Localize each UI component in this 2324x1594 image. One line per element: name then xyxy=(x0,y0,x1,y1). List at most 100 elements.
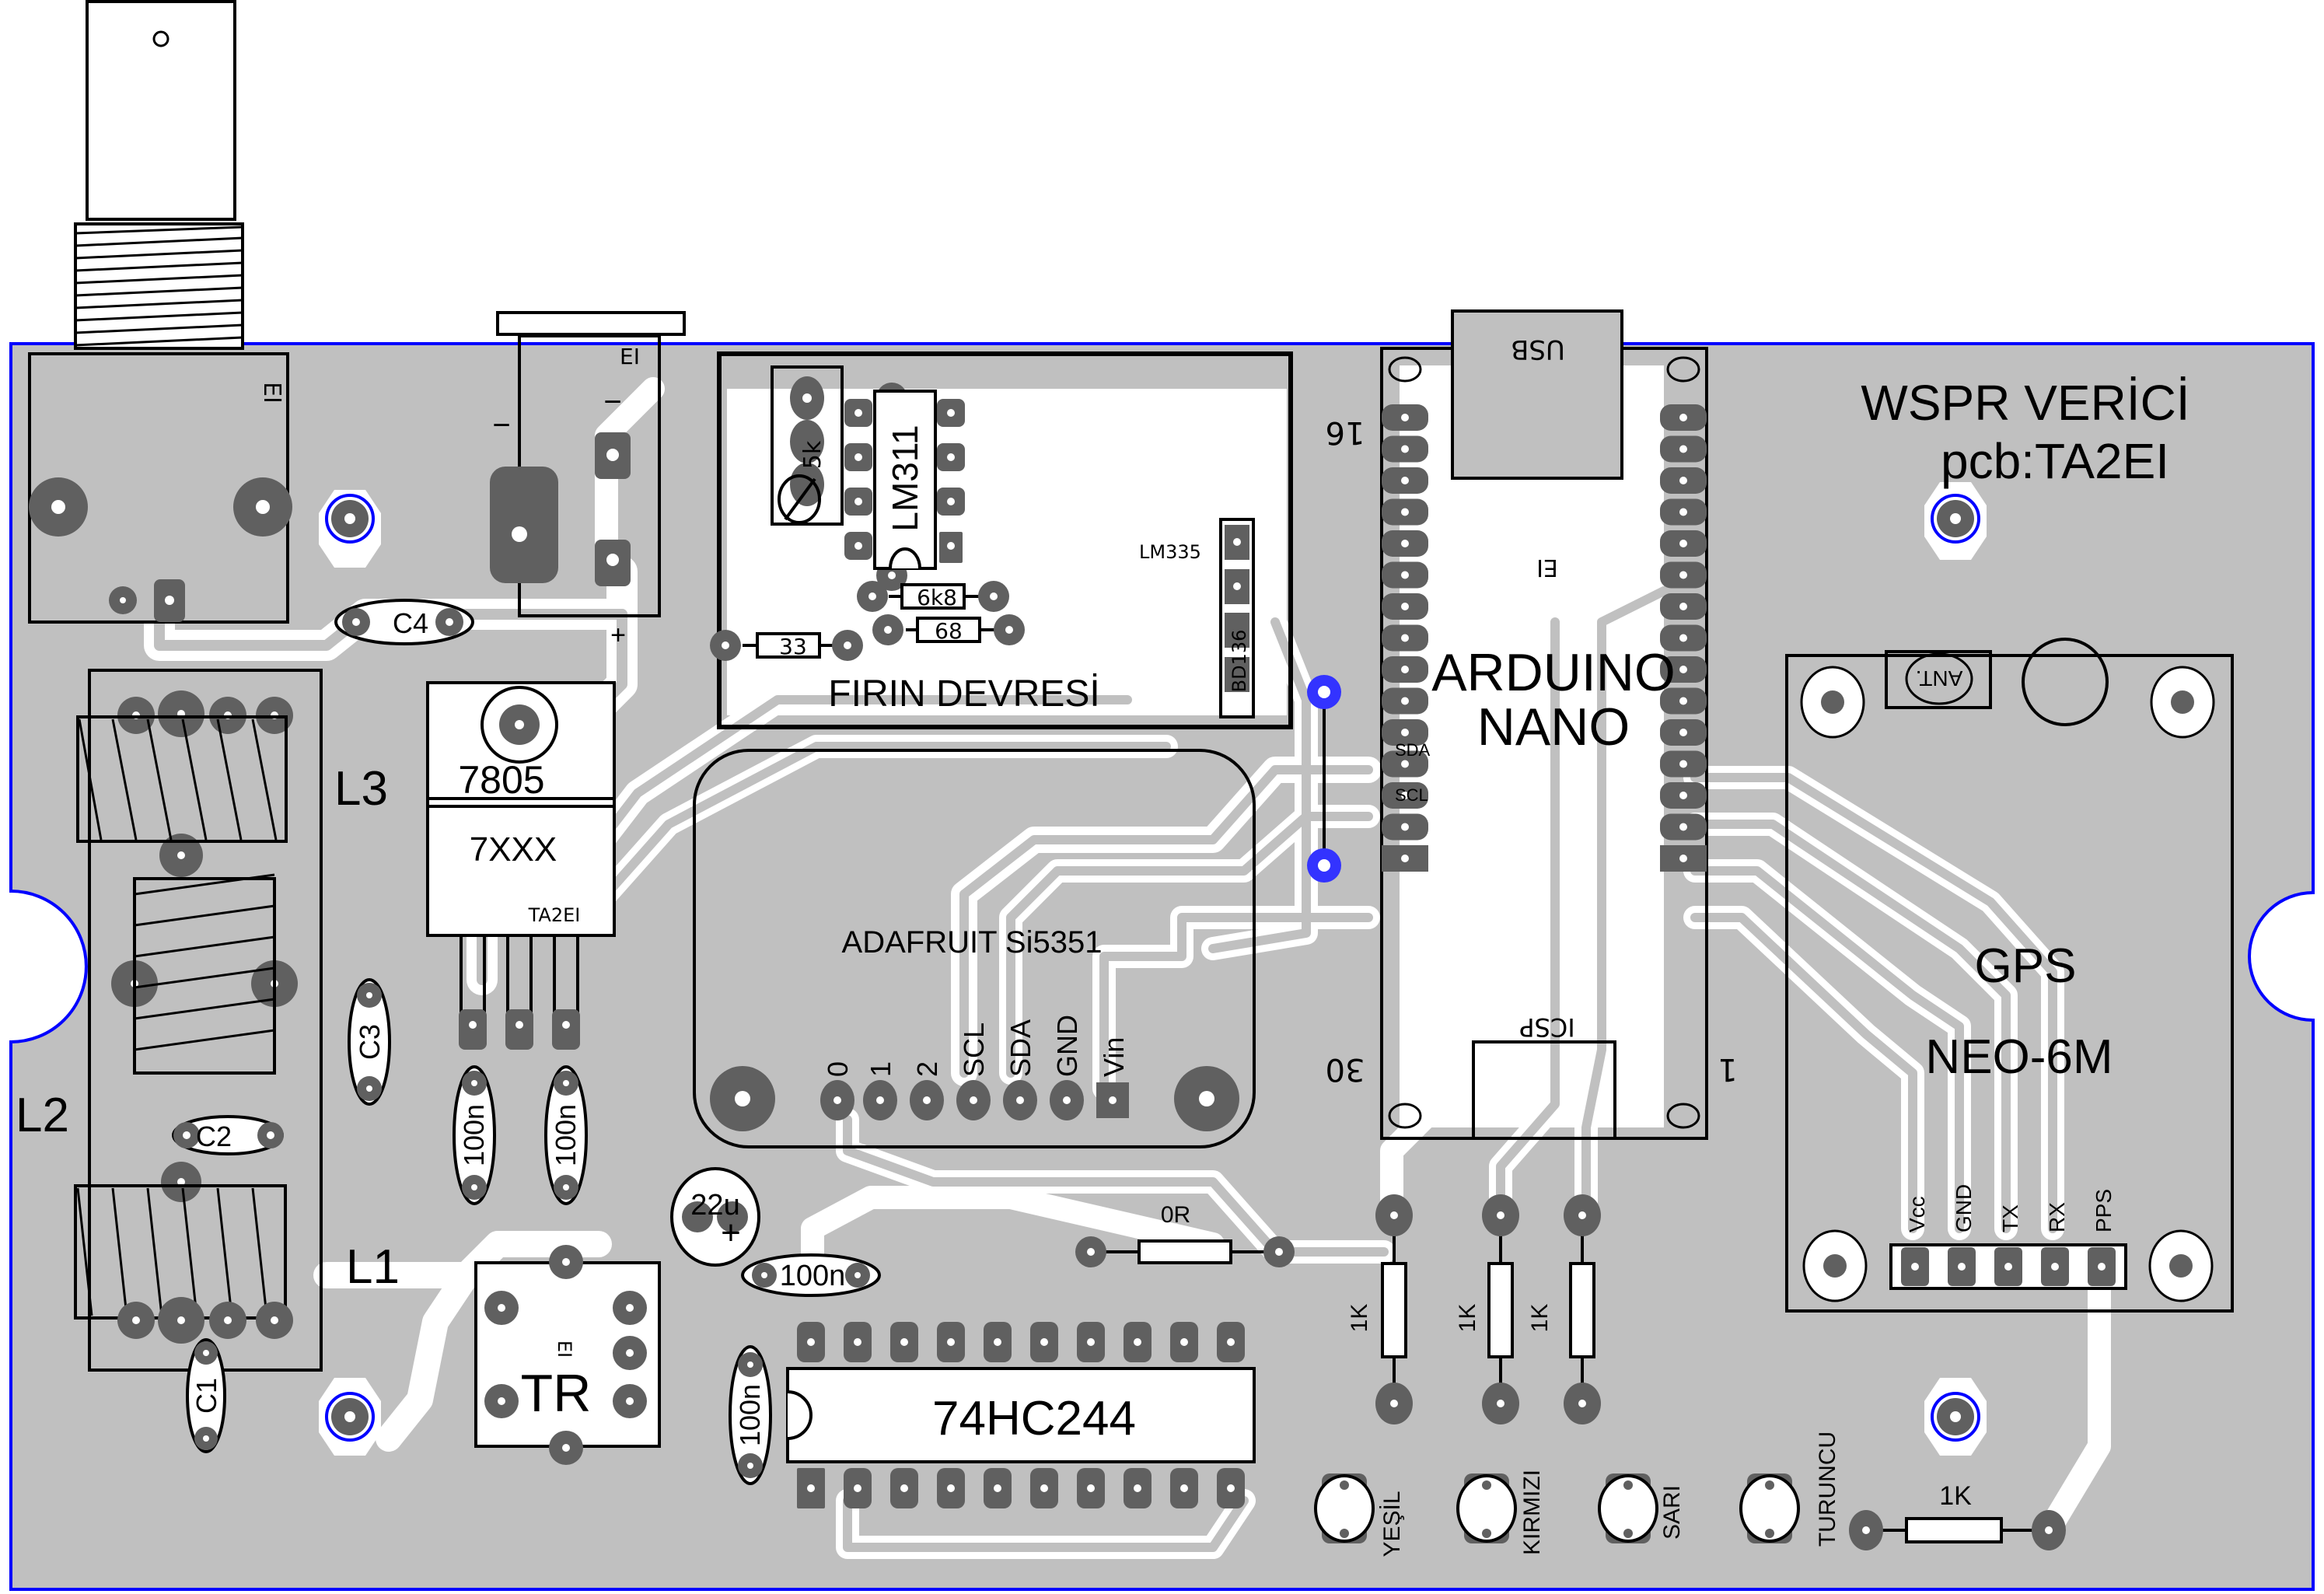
mounting-hole xyxy=(1924,1378,1987,1456)
arduino-pin-hole xyxy=(1679,634,1687,642)
c4-label: C4 xyxy=(393,607,428,639)
bnc-mark: EI xyxy=(258,382,285,404)
board-title-block: WSPR VERİCİ pcb:TA2EI xyxy=(1861,375,2189,489)
gps-title: GPS xyxy=(1975,939,2077,993)
arduino-nano: USB EI ARDUINO NANO SDA SCL 16 30 1 ICSP xyxy=(1326,309,1738,1140)
arduino-pin-hole xyxy=(1679,603,1687,610)
pot-5k-label: 5k xyxy=(799,440,827,469)
arduino-pin-hole xyxy=(1401,666,1409,673)
arduino-pin-hole xyxy=(1401,508,1409,516)
arduino-pin-hole xyxy=(1401,855,1409,862)
arduino-pin-hole xyxy=(1679,760,1687,768)
lm335-label: LM335 xyxy=(1139,541,1201,563)
arduino-pin-hole xyxy=(1401,445,1409,453)
r-1k-label: 1K xyxy=(1939,1481,1972,1511)
electrolytic-22u: 22u + xyxy=(670,1167,760,1267)
cap-100n-label: 100n xyxy=(780,1260,846,1292)
l1-label: L1 xyxy=(346,1240,400,1294)
gps-mount-hole xyxy=(1800,666,1865,739)
arduino-pin-hole xyxy=(1679,540,1687,547)
r-33-label: 33 xyxy=(779,634,807,659)
arduino-sda-label: SDA xyxy=(1395,740,1431,760)
si5351-module: ADAFRUIT Si5351 0 1 2 SCL SDA GND Vin xyxy=(693,749,1256,1148)
inductor-l2: L2 xyxy=(16,873,298,1142)
led-green: YEŞİL xyxy=(1314,1473,1405,1557)
arduino-pin-hole xyxy=(1679,445,1687,453)
si-pin-label: GND xyxy=(1051,1015,1083,1077)
arduino-pin-hole xyxy=(1679,477,1687,484)
arduino-pin-hole xyxy=(1679,508,1687,516)
dc-plus-label: + xyxy=(610,620,626,650)
voltage-regulator: 7805 7XXX TA2EI xyxy=(426,681,616,1050)
cap-100n-label: 100n xyxy=(458,1104,490,1166)
inductor-l1: L1 xyxy=(74,1162,400,1344)
led-orange: TURUNCU xyxy=(1739,1431,1840,1547)
r-1k-label: 1K xyxy=(1455,1304,1480,1333)
lm311-label: LM311 xyxy=(885,425,925,531)
si-pin-label: 0 xyxy=(822,1061,854,1077)
arduino-pin-hole xyxy=(1679,729,1687,736)
gps-pin-label: PPS xyxy=(2092,1189,2116,1232)
arduino-pin-hole xyxy=(1679,414,1687,421)
led-orange-label: TURUNCU xyxy=(1815,1431,1840,1547)
arduino-pin-hole xyxy=(1679,571,1687,579)
oven-circuit-label: FIRIN DEVRESİ xyxy=(828,673,1099,715)
si-pin-label: 2 xyxy=(911,1061,943,1077)
c2-label: C2 xyxy=(196,1120,232,1152)
led-yellow: SARI xyxy=(1598,1473,1685,1543)
arduino-pin-hole xyxy=(1401,477,1409,484)
arduino-pin-hole xyxy=(1401,634,1409,642)
gps-pin-label: TX xyxy=(1998,1204,2022,1232)
ic-74hc244: 74HC244 xyxy=(786,1322,1256,1508)
resistor-1k: 1K xyxy=(1849,1481,2066,1550)
arduino-subtitle: NANO xyxy=(1477,697,1630,757)
arduino-mark: EI xyxy=(1536,554,1558,581)
regulator-mark: TA2EI xyxy=(528,904,581,926)
arduino-pin-hole xyxy=(1401,540,1409,547)
led-green-label: YEŞİL xyxy=(1379,1491,1405,1557)
resistor-1k: 1K xyxy=(1347,1194,1413,1424)
gps-pin-label: RX xyxy=(2045,1202,2069,1232)
usb-label: USB xyxy=(1511,334,1565,365)
arduino-pin1-label: 1 xyxy=(1718,1051,1737,1087)
arduino-pin30-label: 30 xyxy=(1326,1051,1365,1087)
resistor-1k: 1K xyxy=(1455,1194,1519,1424)
si-pin-label: SCL xyxy=(958,1022,990,1077)
arduino-pin-hole xyxy=(1401,414,1409,421)
gps-mount-hole xyxy=(2148,1229,2214,1302)
mounting-hole xyxy=(319,1378,381,1456)
jumper-wire xyxy=(1307,675,1341,883)
bd136-label: BD136 xyxy=(1228,630,1250,693)
dc-jack: EI − − + xyxy=(490,311,686,650)
gps-subtitle: NEO-6M xyxy=(1925,1030,2113,1084)
capacitor-100n: 100n xyxy=(741,1253,881,1297)
tr-mark: EI xyxy=(554,1341,575,1358)
board-credit: pcb:TA2EI xyxy=(1941,433,2169,489)
regulator-type-label: 7XXX xyxy=(470,830,557,869)
gps-mount-hole xyxy=(1802,1229,1868,1302)
mounting-hole xyxy=(319,490,381,568)
r-1k-label: 1K xyxy=(1527,1304,1553,1333)
led-red-label: KIRMIZI xyxy=(1519,1470,1545,1555)
arduino-pin-hole xyxy=(1679,792,1687,799)
board-title: WSPR VERİCİ xyxy=(1861,375,2189,431)
led-red: KIRMIZI xyxy=(1456,1470,1545,1555)
capacitor-100n: 100n xyxy=(453,1065,496,1205)
ic-74hc244-label: 74HC244 xyxy=(932,1392,1136,1445)
elec-22u-label: 22u xyxy=(690,1189,739,1222)
icsp-label: ICSP xyxy=(1519,1012,1574,1042)
cap-100n-label: 100n xyxy=(550,1104,582,1166)
mounting-holes xyxy=(319,482,1987,1456)
arduino-pin-hole xyxy=(1401,603,1409,610)
inductor-l3: L3 xyxy=(76,690,388,877)
r-1k-label: 1K xyxy=(1347,1304,1372,1333)
led-yellow-label: SARI xyxy=(1659,1485,1685,1540)
gps-pin-label: Vcc xyxy=(1905,1196,1929,1232)
gps-pin-label: GND xyxy=(1952,1184,1976,1232)
arduino-pin-hole xyxy=(1679,855,1687,862)
cap-100n-label: 100n xyxy=(734,1384,766,1446)
arduino-pin-hole xyxy=(1401,792,1409,799)
si5351-label: ADAFRUIT Si5351 xyxy=(842,925,1103,960)
arduino-pin-hole xyxy=(1401,729,1409,736)
